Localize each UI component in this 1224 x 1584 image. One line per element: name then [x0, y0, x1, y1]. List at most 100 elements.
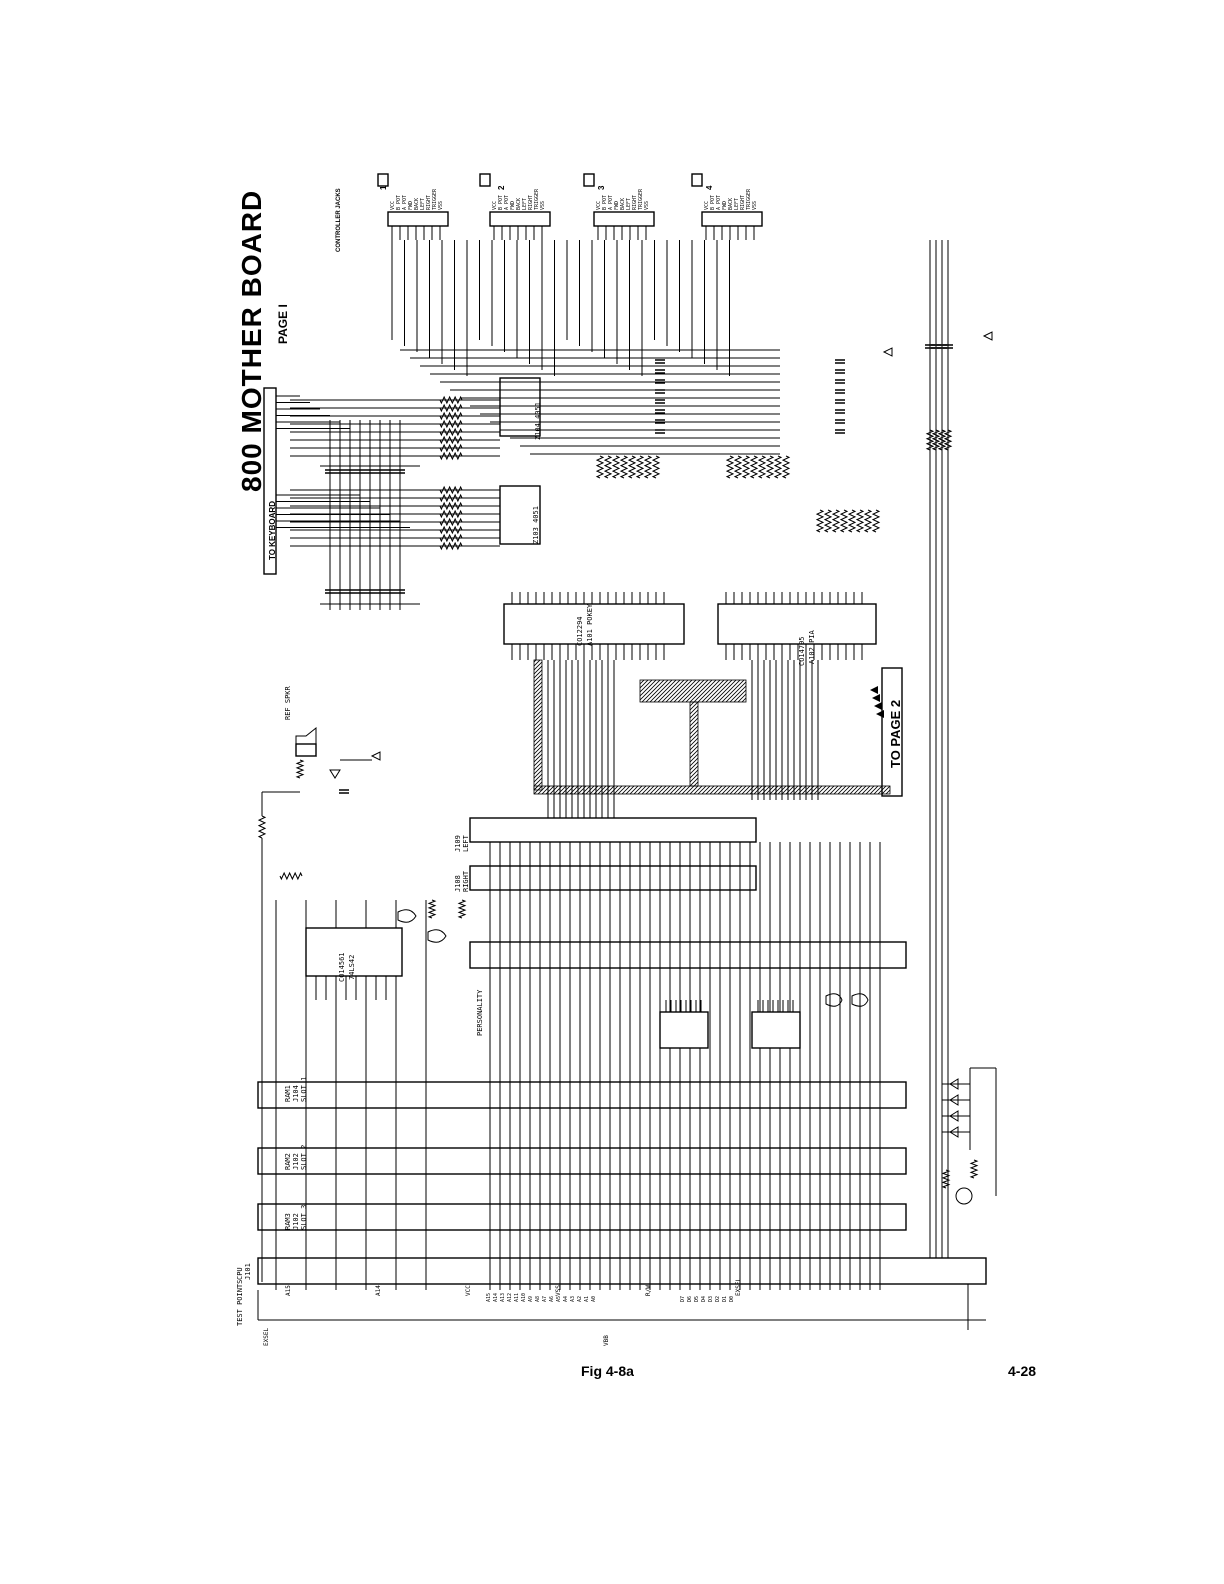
address-pin-label: A2 [577, 1296, 583, 1302]
jack-4-number: 4 [705, 185, 714, 190]
resistor-r118-icon [439, 541, 463, 551]
resistor-r138-icon [741, 455, 751, 479]
resistor-r138-icon [765, 455, 775, 479]
resistor-r118-icon [439, 533, 463, 543]
address-pin-label: A15 [486, 1293, 492, 1302]
controller-jack-number-box-2 [479, 173, 491, 187]
slot1-slot: SLOT 1 [300, 1076, 308, 1102]
data-bus-hatch [533, 659, 543, 791]
controller-pin-label: A POT [716, 195, 722, 210]
jack-1-number: 1 [379, 185, 388, 190]
address-pin-label: A12 [507, 1293, 513, 1302]
z103-label: Z103 4051 [532, 506, 540, 544]
resistor-r130-icon [611, 455, 621, 479]
arrow-icon [870, 686, 878, 694]
ram-slot-2 [257, 1147, 907, 1175]
data-pin-label: D5 [694, 1296, 700, 1302]
controller-pin-label: RIGHT [632, 195, 638, 210]
nand-gate-icon [825, 993, 843, 1007]
pokey-chip-name: A101 POKEY [586, 603, 594, 646]
slot2-name: RAM2 [284, 1153, 292, 1170]
slot3-slot: SLOT 3 [300, 1204, 308, 1230]
data-bus-hatch [533, 785, 891, 795]
slot3-name: RAM3 [284, 1213, 292, 1230]
controller-pin-label: VSS [644, 201, 650, 210]
slot2-slot: SLOT 2 [300, 1144, 308, 1170]
note-label: EXSEL [263, 1328, 270, 1346]
controller-pin-label: FWD [722, 201, 728, 210]
resistor-r175-icon [937, 429, 947, 451]
z110-chip-id: CO14561 [338, 952, 346, 982]
controller-pin-label: BACK [728, 198, 734, 210]
data-pin-label: D7 [680, 1296, 686, 1302]
controller-jack-3 [593, 211, 655, 227]
resistor-r130-icon [595, 455, 605, 479]
controller-pin-label: LEFT [522, 198, 528, 210]
resistor-r106-icon [439, 419, 463, 429]
controller-pin-label: VSS [540, 201, 546, 210]
controller-pin-label: RIGHT [528, 195, 534, 210]
controller-pin-label: BACK [414, 198, 420, 210]
speaker-driver [295, 743, 317, 757]
address-pin-label: A13 [500, 1293, 506, 1302]
personality-label: PERSONALITY [476, 989, 484, 1036]
z106-chip [659, 1011, 709, 1049]
controller-pin-label: A POT [402, 195, 408, 210]
resistor-r106-icon [439, 411, 463, 421]
ground-icon [882, 347, 893, 357]
resistor-r138-icon [781, 455, 791, 479]
resistor-r158-icon [815, 509, 825, 533]
cartridge-left-connector [469, 817, 757, 843]
controller-jack-number-box-4 [691, 173, 703, 187]
resistor-r158-icon [839, 509, 849, 533]
cpu-pin-label: A15 [285, 1285, 292, 1296]
resistor-r100-icon [427, 899, 437, 919]
arrow-icon [874, 702, 882, 710]
controller-pin-label: RIGHT [426, 195, 432, 210]
resistor-r99-icon [457, 899, 467, 919]
transistor-icon [955, 1187, 973, 1205]
cpu-label: CPU [236, 1267, 244, 1280]
ram-slot-1 [257, 1081, 907, 1109]
resistor-r106-icon [439, 403, 463, 413]
cpu-pin-label: VCC [465, 1285, 472, 1296]
resistor-r118-icon [439, 485, 463, 495]
controller-pin-label: FWD [510, 201, 516, 210]
z110-chip [305, 927, 403, 977]
page-label: PAGE I [276, 304, 290, 344]
to-page-2-box [881, 667, 903, 797]
z110-chip-name: 74LS42 [348, 954, 356, 980]
controller-pin-label: VCC [492, 201, 498, 210]
data-bus-hatch [639, 679, 747, 703]
cpu-connector [257, 1257, 987, 1285]
figure-caption: Fig 4-8a [581, 1363, 634, 1379]
cpu-ref: J101 [244, 1263, 252, 1280]
nand-gate-icon [427, 929, 447, 943]
cart-left-side: LEFT [462, 835, 470, 852]
controller-jacks-label: CONTROLLER JACKS [336, 188, 342, 252]
to-keyboard-label: TO KEYBOARD [268, 501, 277, 560]
resistor-r138-icon [757, 455, 767, 479]
z104-label: Z104 4051 [534, 402, 542, 440]
page-number: 4-28 [1008, 1363, 1037, 1379]
controller-pin-label: BACK [620, 198, 626, 210]
data-pin-label: D3 [708, 1296, 714, 1302]
resistor-r138-icon [733, 455, 743, 479]
controller-pin-label: LEFT [420, 198, 426, 210]
controller-pin-label: B POT [710, 195, 716, 210]
board-title: 800 MOTHER BOARD [236, 189, 267, 492]
resistor-r158-icon [863, 509, 873, 533]
address-pin-label: A1 [584, 1296, 590, 1302]
test-points-label: TEST POINTS [236, 1279, 244, 1326]
controller-pin-label: TRIGGER [534, 188, 540, 210]
resistor-r181-icon [969, 1159, 979, 1179]
data-pin-label: D4 [701, 1296, 707, 1302]
address-pin-label: A4 [563, 1296, 569, 1302]
controller-jack-4 [701, 211, 763, 227]
controller-pin-label: TRIGGER [746, 188, 752, 210]
address-pin-label: A7 [542, 1296, 548, 1302]
note-label: VBB [603, 1335, 610, 1346]
address-pin-label: A5 [556, 1296, 562, 1302]
